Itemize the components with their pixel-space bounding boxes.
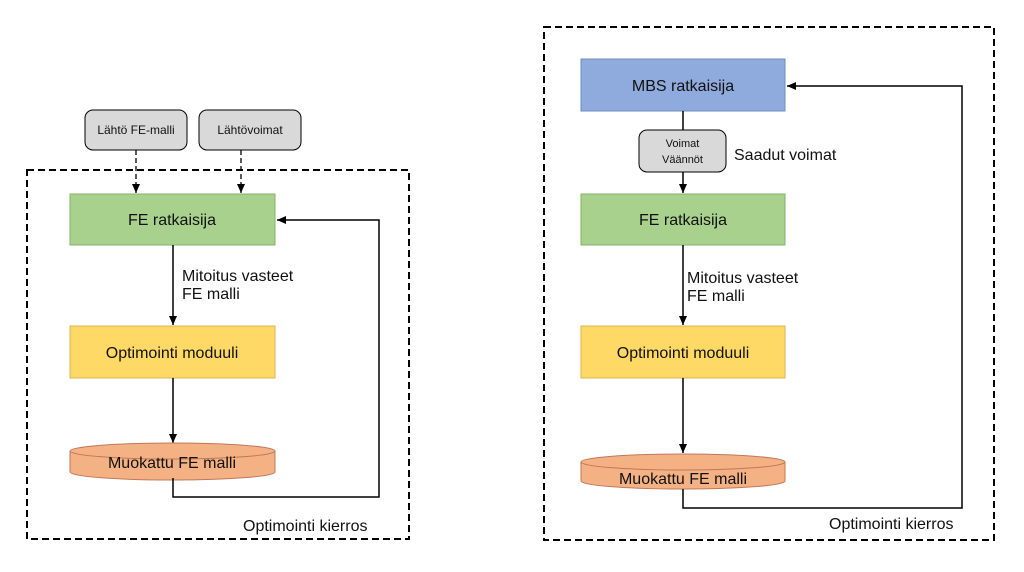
left-modified-fe-model-label: Muokattu FE malli <box>108 455 236 472</box>
right-loop-label: Optimointi kierros <box>829 516 953 533</box>
initial-forces-label: Lähtövoimat <box>217 123 283 137</box>
left-optimization-module-box: Optimointi moduuli <box>69 325 276 379</box>
right-fe-solver-box: FE ratkaisija <box>580 193 786 246</box>
right-fe-solver-label: FE ratkaisija <box>639 212 727 229</box>
right-optimization-module-box: Optimointi moduuli <box>580 325 786 379</box>
left-fe-solver-box: FE ratkaisija <box>69 193 276 246</box>
left-optimization-module-label: Optimointi moduuli <box>106 345 239 362</box>
left-optimization-loop-frame <box>26 169 410 540</box>
left-loop-label: Optimointi kierros <box>243 518 367 535</box>
right-edge-label-line-2: FE malli <box>687 288 745 305</box>
initial-forces-box: Lähtövoimat <box>198 109 302 151</box>
obtained-forces-caption: Saadut voimat <box>734 147 837 164</box>
right-feedback-loop-arrow <box>682 82 963 509</box>
right-diagram: MBS ratkaisija Voimat Väännöt Saadut voi… <box>543 26 995 541</box>
mbs-solver-label: MBS ratkaisija <box>632 78 734 95</box>
initial-fe-model-box: Lähtö FE-malli <box>84 109 188 151</box>
left-edge-label-line-1: Mitoitus vasteet <box>182 268 294 285</box>
right-modified-fe-model-shape: Muokattu FE malli <box>580 453 786 490</box>
forces-label: Voimat <box>666 138 700 150</box>
left-modified-fe-model-shape: Muokattu FE malli <box>69 442 276 481</box>
initial-fe-model-label: Lähtö FE-malli <box>97 123 174 137</box>
right-edge-label-line-1: Mitoitus vasteet <box>687 270 799 287</box>
left-fe-solver-label: FE ratkaisija <box>128 212 216 229</box>
torques-label: Väännöt <box>662 154 703 166</box>
right-optimization-module-label: Optimointi moduuli <box>617 345 750 362</box>
mbs-solver-box: MBS ratkaisija <box>580 58 786 112</box>
forces-torques-box: Voimat Väännöt <box>638 129 727 173</box>
right-optimization-loop-frame <box>543 26 995 541</box>
left-diagram: Lähtö FE-malli Lähtövoimat FE ratkaisija… <box>26 109 410 540</box>
right-modified-fe-model-label: Muokattu FE malli <box>619 471 747 488</box>
left-feedback-loop-arrow <box>172 216 380 498</box>
left-edge-label-line-2: FE malli <box>182 286 240 303</box>
